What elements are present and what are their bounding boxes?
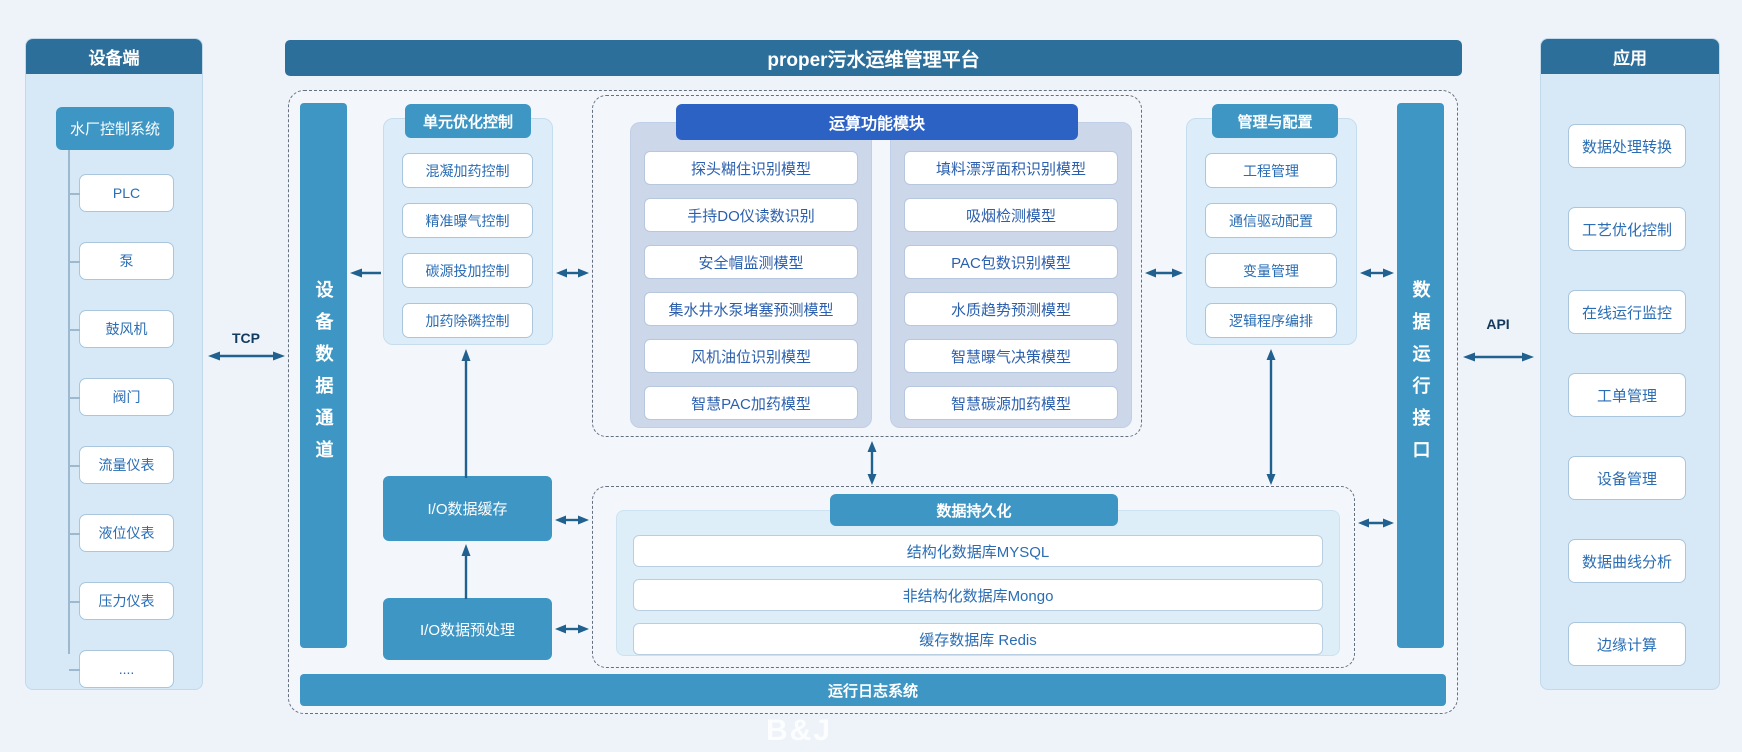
compute-model-node: 安全帽监测模型 — [644, 245, 858, 279]
device-panel: 设备端 水厂控制系统 PLC 泵 鼓风机 阀门 流量仪表 液位仪表 压力仪表 .… — [25, 38, 203, 690]
compute-model-node: 探头糊住识别模型 — [644, 151, 858, 185]
compute-model-node: PAC包数识别模型 — [904, 245, 1118, 279]
management-node: 工程管理 — [1205, 153, 1337, 188]
cache-to-unit-arrow — [461, 349, 471, 478]
database-node: 结构化数据库MYSQL — [633, 535, 1323, 567]
compute-right-column: 填料漂浮面积识别模型 吸烟检测模型 PAC包数识别模型 水质趋势预测模型 智慧曝… — [890, 122, 1132, 428]
platform-title-bar: proper污水运维管理平台 — [285, 40, 1462, 76]
management-list: 工程管理 通信驱动配置 变量管理 逻辑程序编排 — [1205, 153, 1337, 338]
unit-control-list: 混凝加药控制 精准曝气控制 碳源投加控制 加药除磷控制 — [402, 153, 533, 338]
application-node: 工单管理 — [1568, 373, 1686, 417]
persistence-group — [592, 486, 1355, 668]
run-log-label: 运行日志系统 — [827, 682, 918, 700]
io-cache-label: I/O数据缓存 — [427, 501, 508, 518]
application-node: 工艺优化控制 — [1568, 207, 1686, 251]
persistence-header: 数据持久化 — [830, 494, 1118, 526]
unit-to-channel-arrow — [350, 268, 381, 278]
compute-left-column: 探头糊住识别模型 手持DO仪读数识别 安全帽监测模型 集水井水泵堵塞预测模型 风… — [630, 122, 872, 428]
application-node: 在线运行监控 — [1568, 290, 1686, 334]
io-preprocess-label: I/O数据预处理 — [419, 621, 515, 639]
unit-control-title: 单元优化控制 — [422, 113, 513, 131]
management-node: 逻辑程序编排 — [1205, 303, 1337, 338]
compute-model-node: 智慧曝气决策模型 — [904, 339, 1118, 373]
application-panel: 应用 数据处理转换 工艺优化控制 在线运行监控 工单管理 设备管理 数据曲线分析… — [1540, 38, 1720, 690]
management-node: 变量管理 — [1205, 253, 1337, 288]
device-data-channel-bar: 设备数据通道 — [300, 103, 347, 648]
platform-title-label: proper污水运维管理平台 — [767, 49, 980, 71]
device-node: 鼓风机 — [69, 310, 174, 348]
management-group: 工程管理 通信驱动配置 变量管理 逻辑程序编排 — [1186, 118, 1357, 345]
tcp-arrow — [208, 351, 285, 361]
device-panel-title: 设备端 — [26, 39, 202, 74]
compute-model-node: 风机油位识别模型 — [644, 339, 858, 373]
compute-module-group — [592, 95, 1142, 437]
unit-control-node: 混凝加药控制 — [402, 153, 533, 188]
unit-compute-arrow — [556, 268, 589, 278]
database-node: 非结构化数据库Mongo — [633, 579, 1323, 611]
io-cache-node: I/O数据缓存 — [383, 476, 552, 541]
device-node: 泵 — [69, 242, 174, 280]
data-run-interface-label: 数据运行接口 — [1410, 279, 1431, 472]
application-node: 边缘计算 — [1568, 622, 1686, 666]
compute-model-node: 填料漂浮面积识别模型 — [904, 151, 1118, 185]
device-data-channel-label: 设备数据通道 — [313, 279, 334, 472]
compute-left-list: 探头糊住识别模型 手持DO仪读数识别 安全帽监测模型 集水井水泵堵塞预测模型 风… — [644, 151, 858, 420]
unit-control-header: 单元优化控制 — [405, 104, 531, 138]
management-header: 管理与配置 — [1212, 104, 1338, 138]
preprocess-to-cache-arrow — [461, 544, 471, 599]
api-label: API — [1486, 316, 1510, 332]
database-node: 缓存数据库 Redis — [633, 623, 1323, 655]
application-node: 设备管理 — [1568, 456, 1686, 500]
unit-control-node: 精准曝气控制 — [402, 203, 533, 238]
compute-model-node: 集水井水泵堵塞预测模型 — [644, 292, 858, 326]
compute-persistence-arrow — [867, 441, 877, 485]
unit-control-group: 混凝加药控制 精准曝气控制 碳源投加控制 加药除磷控制 — [383, 118, 553, 345]
compute-module-header: 运算功能模块 — [676, 104, 1078, 140]
device-node: 压力仪表 — [69, 582, 174, 620]
watermark: B&J — [766, 714, 833, 747]
compute-model-node: 智慧碳源加药模型 — [904, 386, 1118, 420]
device-list: PLC 泵 鼓风机 阀门 流量仪表 液位仪表 压力仪表 .... — [69, 174, 174, 688]
device-node: PLC — [69, 174, 174, 212]
management-persistence-arrow — [1266, 349, 1276, 485]
device-tree-line — [68, 150, 70, 654]
application-panel-title: 应用 — [1541, 39, 1719, 74]
device-node: 阀门 — [69, 378, 174, 416]
plant-control-system-node: 水厂控制系统 — [56, 107, 174, 150]
device-node: 流量仪表 — [69, 446, 174, 484]
application-panel-title-label: 应用 — [1613, 49, 1647, 68]
compute-model-node: 水质趋势预测模型 — [904, 292, 1118, 326]
device-node: .... — [69, 650, 174, 688]
management-title: 管理与配置 — [1237, 113, 1313, 131]
persistence-list: 结构化数据库MYSQL 非结构化数据库Mongo 缓存数据库 Redis — [633, 535, 1323, 655]
unit-control-node: 加药除磷控制 — [402, 303, 533, 338]
tcp-label: TCP — [232, 330, 260, 346]
compute-model-node: 智慧PAC加药模型 — [644, 386, 858, 420]
management-interface-arrow — [1360, 268, 1394, 278]
compute-model-node: 手持DO仪读数识别 — [644, 198, 858, 232]
device-panel-title-label: 设备端 — [88, 49, 140, 68]
preprocess-persistence-arrow — [555, 624, 589, 634]
application-node: 数据曲线分析 — [1568, 539, 1686, 583]
cache-persistence-arrow — [555, 515, 589, 525]
unit-control-node: 碳源投加控制 — [402, 253, 533, 288]
run-log-bar: 运行日志系统 — [300, 674, 1446, 706]
plant-control-system-label: 水厂控制系统 — [69, 121, 160, 138]
io-preprocess-node: I/O数据预处理 — [383, 598, 552, 660]
compute-module-title: 运算功能模块 — [828, 116, 925, 133]
data-run-interface-bar: 数据运行接口 — [1397, 103, 1444, 648]
api-arrow — [1463, 352, 1534, 362]
management-node: 通信驱动配置 — [1205, 203, 1337, 238]
compute-management-arrow — [1145, 268, 1183, 278]
persistence-inner: 结构化数据库MYSQL 非结构化数据库Mongo 缓存数据库 Redis — [616, 510, 1340, 656]
persistence-interface-arrow — [1358, 518, 1394, 528]
application-list: 数据处理转换 工艺优化控制 在线运行监控 工单管理 设备管理 数据曲线分析 边缘… — [1568, 124, 1686, 666]
compute-model-node: 吸烟检测模型 — [904, 198, 1118, 232]
device-node: 液位仪表 — [69, 514, 174, 552]
application-node: 数据处理转换 — [1568, 124, 1686, 168]
compute-right-list: 填料漂浮面积识别模型 吸烟检测模型 PAC包数识别模型 水质趋势预测模型 智慧曝… — [904, 151, 1118, 420]
persistence-title: 数据持久化 — [936, 502, 1012, 520]
